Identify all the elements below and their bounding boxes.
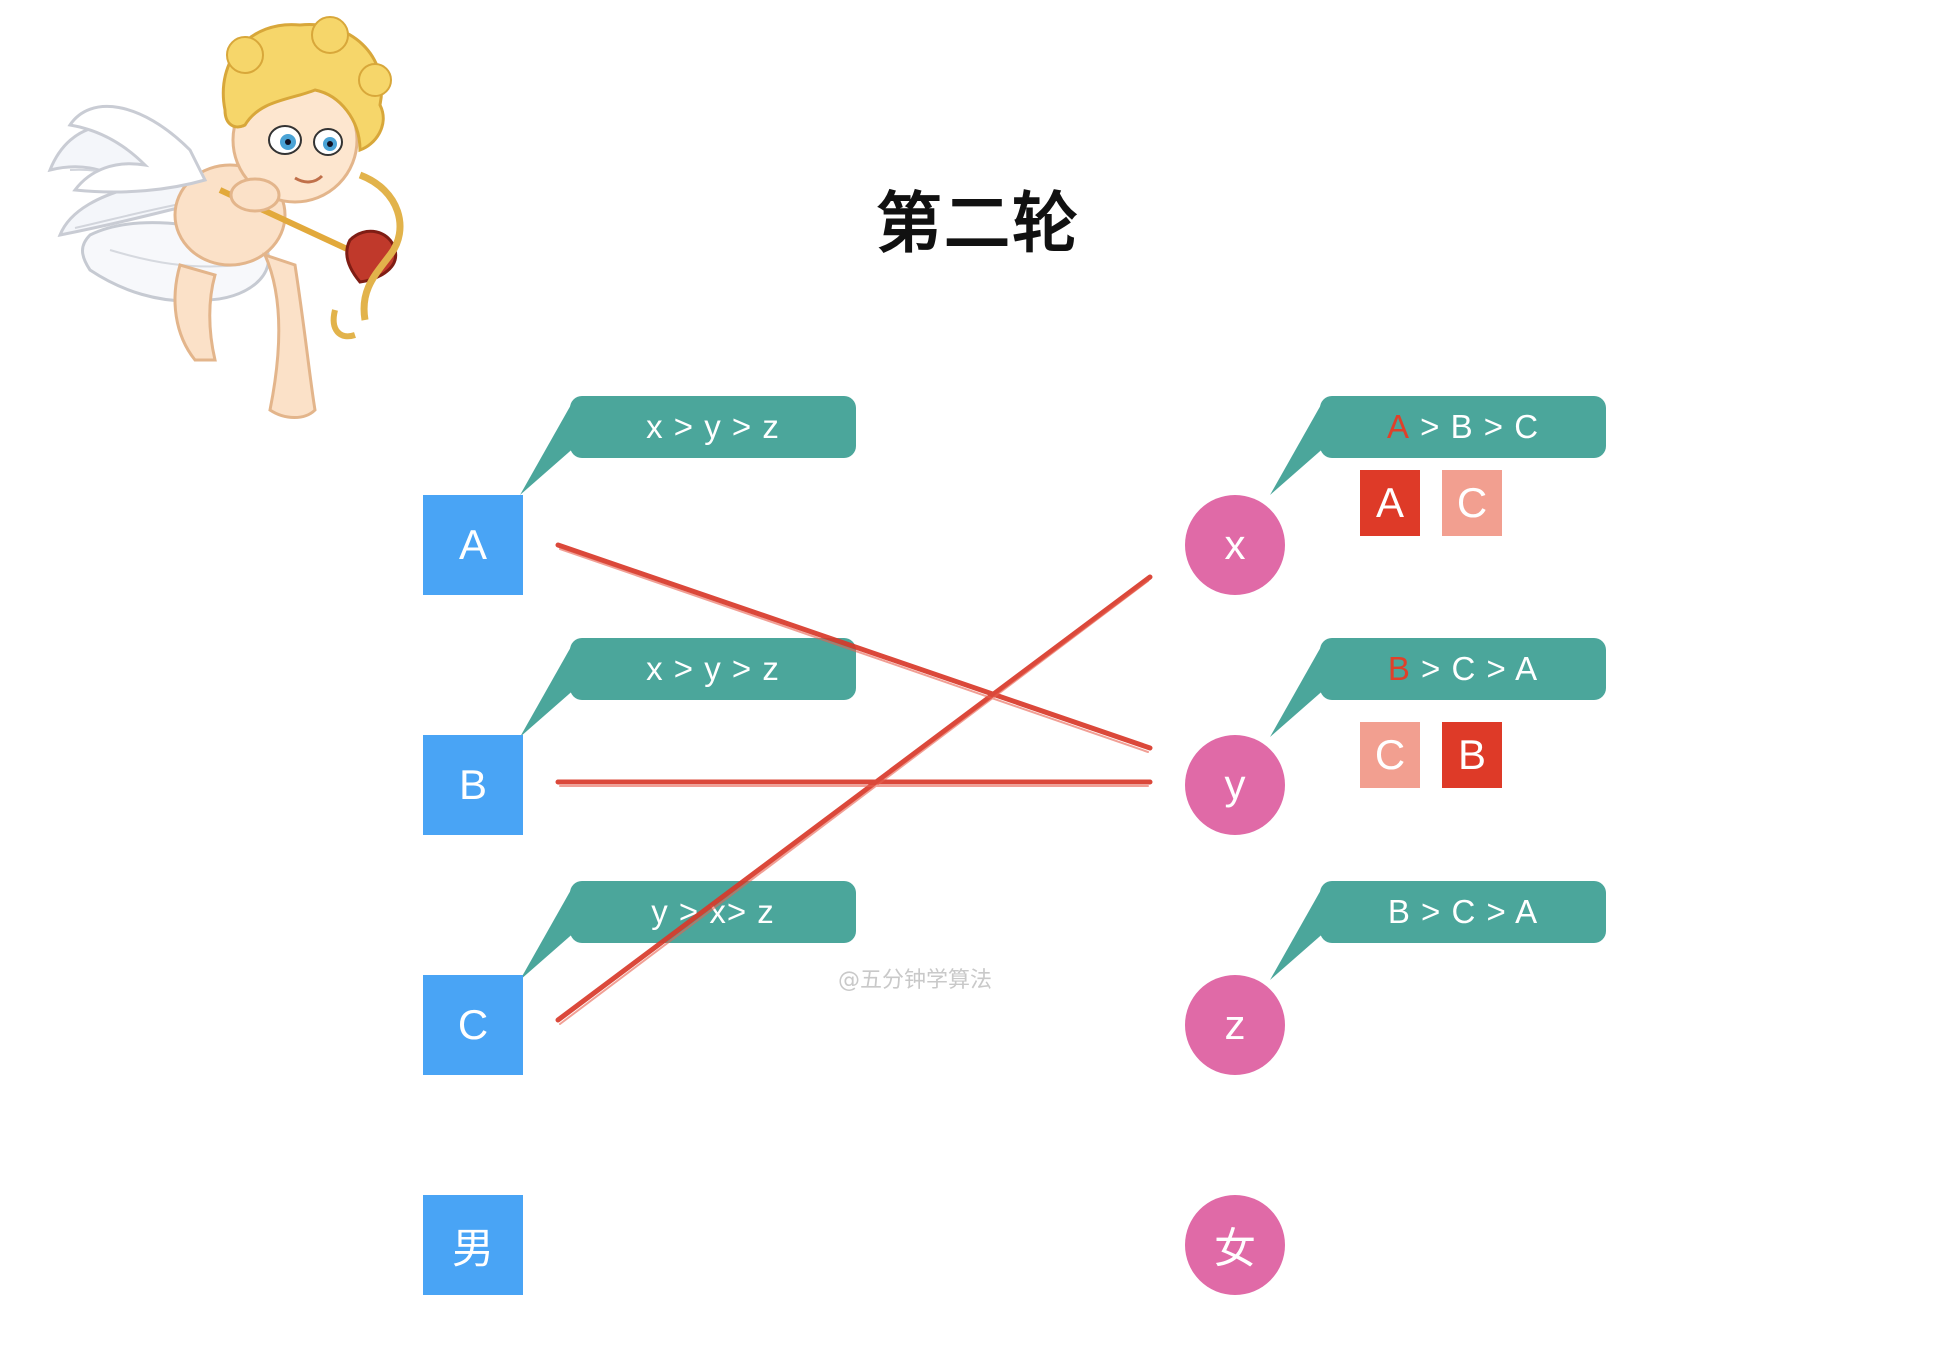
proposal-tag-accepted: B [1442,722,1502,788]
preference-text: x > y > z [646,408,780,445]
woman-node-x: x [1185,495,1285,595]
preference-bubble-C: y > x> z [570,881,856,943]
preference-bubble-x: A > B > C [1320,396,1606,458]
cupid-illustration [47,16,404,419]
preference-first-choice: A [1386,408,1410,445]
woman-node-z: z [1185,975,1285,1075]
preference-first-choice: B [1387,650,1411,687]
proposal-tag-accepted: A [1360,470,1420,536]
preference-bubble-B: x > y > z [570,638,856,700]
preference-text: y > x> z [651,893,775,930]
preference-bubble-y: B > C > A [1320,638,1606,700]
preference-text: x > y > z [646,650,780,687]
preference-rest: > B > C [1409,408,1540,445]
preference-bubble-z: B > C > A [1320,881,1606,943]
man-node-B: B [423,735,523,835]
preference-bubble-A: x > y > z [570,396,856,458]
round-title: 第二轮 [876,185,1080,262]
man-node-C: C [423,975,523,1075]
legend-female: 女 [1185,1195,1285,1295]
proposal-tag-rejected: C [1360,722,1420,788]
woman-node-y: y [1185,735,1285,835]
man-node-A: A [423,495,523,595]
proposal-tag-rejected: C [1442,470,1502,536]
watermark: @五分钟学算法 [838,968,993,993]
preference-rest: B > C > A [1387,893,1539,930]
preference-rest: > C > A [1410,650,1539,687]
legend-male: 男 [423,1195,523,1295]
